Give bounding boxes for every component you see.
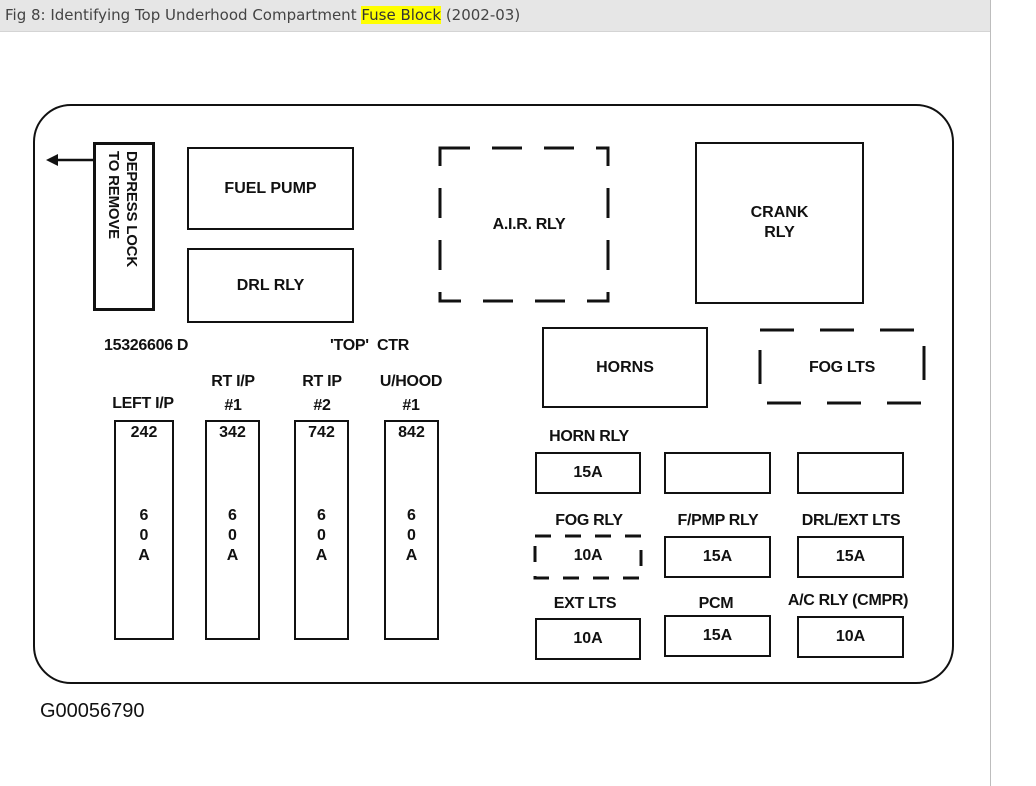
figure-code: G00056790 [40, 700, 145, 722]
caption-bar: Fig 8: Identifying Top Underhood Compart… [0, 0, 990, 32]
caption-highlight: Fuse Block [361, 6, 442, 24]
fpmp-rly-fuse: 15A [664, 536, 771, 578]
lock-label-line-2: TO REMOVE [105, 151, 122, 239]
maxi-fuse-number: 242 [130, 424, 158, 441]
part-number: 15326606 D [104, 337, 189, 354]
fog-rly-label: FOG RLY [555, 512, 623, 529]
caption-prefix: Fig 8: Identifying Top Underhood Compart… [5, 6, 362, 24]
maxi-fuse-rating: 6 0 A [315, 507, 328, 564]
ext-lts-fuse: 10A [535, 618, 641, 660]
fpmp-rly-label: F/PMP RLY [677, 512, 759, 529]
empty-fuse-slot-2 [797, 452, 904, 494]
crank-relay: CRANK RLY [695, 142, 864, 304]
drl-relay-label: DRL RLY [236, 276, 305, 294]
fog-rly-fuse [533, 534, 643, 580]
maxi-fuse-342: 342 6 0 A [205, 420, 260, 640]
maxi-label-uhood-1-line-1: U/HOOD [379, 373, 443, 390]
maxi-fuse-number: 842 [398, 424, 425, 441]
crank-relay-line-2: RLY [764, 224, 795, 241]
pcm-label: PCM [698, 595, 734, 612]
ac-rly-label: A/C RLY (CMPR) [787, 592, 909, 609]
fuel-pump-relay: FUEL PUMP [187, 147, 354, 230]
maxi-fuse-number: 342 [219, 424, 246, 441]
pcm-value: 15A [702, 627, 733, 644]
horns-label: HORNS [596, 358, 654, 376]
maxi-label-left-ip-line-1: LEFT I/P [112, 395, 174, 412]
drl-relay: DRL RLY [187, 248, 354, 323]
drl-ext-lts-value: 15A [835, 548, 866, 565]
maxi-fuse-rating: 6 0 A [226, 507, 239, 564]
fuse-block-outline [33, 104, 954, 684]
figure-caption: Fig 8: Identifying Top Underhood Compart… [5, 6, 520, 24]
fog-lights-label: FOG LTS [808, 359, 876, 376]
maxi-label-rt-ip-1: RT I/P #1 [211, 370, 255, 418]
maxi-fuse-number: 742 [308, 424, 335, 441]
drl-ext-lts-fuse: 15A [797, 536, 904, 578]
fuel-pump-label: FUEL PUMP [224, 179, 317, 197]
maxi-fuse-842: 842 6 0 A [384, 420, 439, 640]
air-relay-label: A.I.R. RLY [492, 216, 566, 233]
maxi-fuse-242: 242 6 0 A [114, 420, 174, 640]
caption-suffix: (2002-03) [441, 6, 521, 24]
crank-relay-label: CRANK RLY [697, 203, 862, 243]
maxi-label-rt-ip-2: RT IP #2 [302, 370, 342, 418]
left-arrow-icon [46, 154, 94, 166]
depress-lock-box: DEPRESS LOCK TO REMOVE [93, 142, 155, 311]
fpmp-rly-value: 15A [702, 548, 733, 565]
ac-rly-fuse: 10A [797, 616, 904, 658]
maxi-fuse-rating: 6 0 A [138, 507, 150, 564]
ext-lts-label: EXT LTS [553, 595, 617, 612]
maxi-label-uhood-1-line-2: #1 [402, 397, 420, 414]
maxi-label-left-ip: LEFT I/P [112, 395, 174, 413]
horn-rly-label: HORN RLY [549, 428, 629, 445]
horn-rly-fuse: 15A [535, 452, 641, 494]
empty-fuse-slot-1 [664, 452, 771, 494]
maxi-label-rt-ip-1-line-2: #1 [224, 397, 242, 414]
lock-label-line-1: DEPRESS LOCK [123, 151, 140, 267]
maxi-label-uhood-1: U/HOOD #1 [379, 370, 443, 418]
ac-rly-value: 10A [835, 628, 866, 645]
drl-ext-lts-label: DRL/EXT LTS [801, 512, 901, 529]
ext-lts-value: 10A [573, 630, 603, 647]
maxi-label-rt-ip-2-line-1: RT IP [302, 373, 342, 390]
horns-relay: HORNS [542, 327, 708, 408]
fog-lights-relay [758, 328, 926, 405]
horn-rly-value: 15A [573, 464, 603, 481]
maxi-label-rt-ip-2-line-2: #2 [313, 397, 331, 414]
maxi-label-rt-ip-1-line-1: RT I/P [211, 373, 255, 390]
maxi-fuse-742: 742 6 0 A [294, 420, 349, 640]
page-right-border [990, 0, 991, 786]
pcm-fuse: 15A [664, 615, 771, 657]
maxi-fuse-rating: 6 0 A [405, 507, 418, 564]
crank-relay-line-1: CRANK [750, 204, 809, 221]
top-center-mark: 'TOP' CTR [330, 337, 409, 354]
fog-rly-value: 10A [573, 547, 603, 564]
